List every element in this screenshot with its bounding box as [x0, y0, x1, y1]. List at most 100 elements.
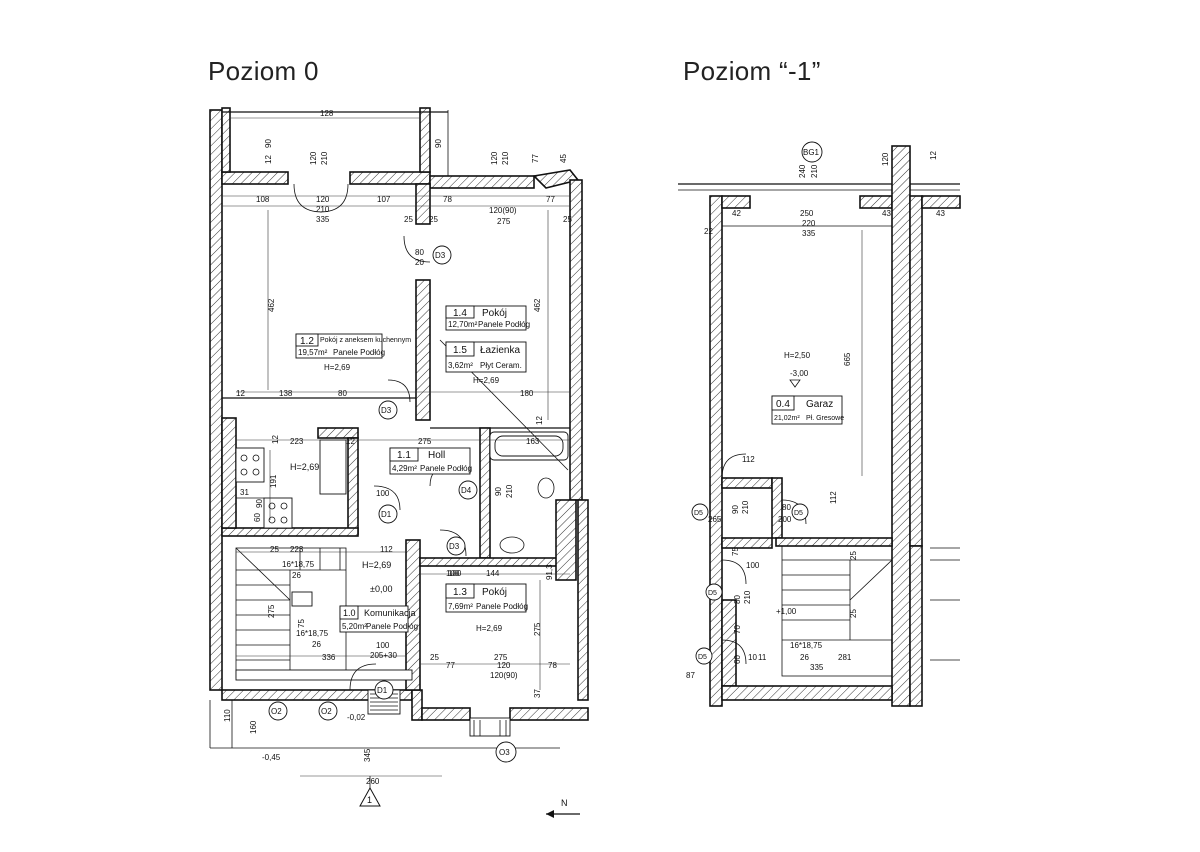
svg-text:10: 10 [748, 653, 757, 662]
svg-text:4,29m²: 4,29m² [392, 464, 417, 473]
svg-text:462: 462 [533, 298, 542, 312]
level-zero: ±0,00 [370, 584, 392, 594]
garage-wall-north-a [721, 195, 751, 209]
svg-text:H=2,50: H=2,50 [784, 351, 811, 360]
svg-text:281: 281 [838, 653, 852, 662]
balcony-wall-e [419, 107, 431, 173]
level-0-dimensions: 128 90 12 120 210 90 120 210 77 45 108 1… [223, 109, 572, 786]
svg-text:100: 100 [448, 569, 462, 578]
svg-text:77: 77 [546, 195, 555, 204]
garage-wall-east [891, 145, 911, 707]
door-tag-bg1: BG1 [801, 141, 823, 163]
svg-text:200: 200 [778, 515, 792, 524]
svg-text:90: 90 [494, 487, 503, 496]
svg-text:240: 240 [798, 164, 807, 178]
level-0-title: Poziom 0 [208, 56, 319, 86]
svg-text:120: 120 [316, 195, 330, 204]
svg-text:180: 180 [520, 389, 534, 398]
svg-text:D1: D1 [381, 510, 392, 519]
door-tag-d5-c: D5 [705, 583, 723, 601]
svg-text:120: 120 [309, 151, 318, 165]
svg-text:16*18,75: 16*18,75 [296, 629, 329, 638]
svg-text:260: 260 [366, 777, 380, 786]
svg-text:210: 210 [316, 205, 330, 214]
svg-text:275: 275 [494, 653, 508, 662]
wall-room14-west [415, 279, 431, 421]
svg-text:77: 77 [446, 661, 455, 670]
svg-text:O3: O3 [499, 748, 510, 757]
svg-text:Komunikacja: Komunikacja [364, 608, 416, 618]
svg-text:H=2,69: H=2,69 [324, 363, 351, 372]
svg-text:75: 75 [297, 619, 306, 628]
wall-north-a [221, 171, 289, 185]
wall-south-b [421, 707, 471, 721]
svg-text:26: 26 [292, 571, 301, 580]
svg-text:12: 12 [535, 416, 544, 425]
room-1-0-label: 1.0 Komunikacja 5,20m² Panele Podłóg [339, 605, 418, 633]
wall-south-step [411, 689, 423, 721]
svg-text:Panele Podłóg: Panele Podłóg [333, 348, 385, 357]
kitchen-height: H=2,69 [290, 462, 319, 472]
stair-wall-n [771, 477, 783, 539]
svg-text:120(90): 120(90) [489, 206, 517, 215]
svg-text:191: 191 [269, 474, 278, 488]
svg-text:100: 100 [446, 569, 460, 578]
garage-wall-north-b [859, 195, 893, 209]
svg-text:26: 26 [800, 653, 809, 662]
level-outside: -0,45 [262, 753, 281, 762]
svg-text:37: 37 [533, 689, 542, 698]
svg-text:77: 77 [531, 154, 540, 163]
door-tag-d5-a: D5 [691, 503, 709, 521]
svg-text:80: 80 [782, 503, 791, 512]
svg-text:90: 90 [434, 139, 443, 148]
svg-text:22: 22 [704, 227, 713, 236]
door-tag-d3-b: D3 [378, 400, 398, 420]
svg-text:D3: D3 [449, 542, 460, 551]
svg-text:Garaz: Garaz [806, 399, 833, 410]
svg-text:45: 45 [559, 154, 568, 163]
svg-text:112: 112 [380, 545, 393, 554]
svg-text:Pokój: Pokój [482, 587, 507, 598]
svg-text:Płyt Ceram.: Płyt Ceram. [480, 361, 522, 370]
stair-wall-b [775, 537, 893, 547]
svg-text:163: 163 [526, 437, 540, 446]
svg-text:D3: D3 [381, 406, 392, 415]
wall-east [569, 179, 583, 501]
wall-south-c [509, 707, 589, 721]
svg-text:25: 25 [404, 215, 413, 224]
svg-text:336: 336 [322, 653, 336, 662]
door-tag-d5-d: D5 [695, 647, 713, 665]
level-minus1-dimensions: 240 210 120 12 42 250 220 335 43 43 22 6… [686, 151, 945, 680]
svg-text:25: 25 [430, 653, 439, 662]
svg-text:12: 12 [236, 389, 245, 398]
svg-text:75: 75 [731, 547, 740, 556]
svg-text:Panele Podłóg: Panele Podłóg [366, 622, 418, 631]
level-0-plan [209, 107, 589, 777]
svg-text:BG1: BG1 [803, 148, 820, 157]
svg-text:108: 108 [256, 195, 270, 204]
svg-text:25: 25 [429, 215, 438, 224]
level-minus1-plan [678, 145, 961, 707]
svg-text:87: 87 [686, 671, 695, 680]
svg-text:91,3: 91,3 [545, 564, 554, 580]
landing-level: +1,00 [776, 607, 797, 616]
svg-text:100: 100 [376, 641, 390, 650]
balcony-wall-w [221, 107, 231, 173]
svg-text:80: 80 [338, 389, 347, 398]
svg-text:275: 275 [267, 604, 276, 618]
svg-text:N: N [561, 798, 568, 808]
svg-text:120: 120 [490, 151, 499, 165]
svg-text:-3,00: -3,00 [790, 369, 809, 378]
svg-text:25: 25 [270, 545, 279, 554]
stair-wall-w [721, 599, 737, 687]
svg-text:12: 12 [271, 435, 280, 444]
door-tag-d1-b: D1 [374, 680, 394, 700]
svg-text:144: 144 [486, 569, 500, 578]
section-marker: 1 [359, 776, 381, 807]
svg-text:1.5: 1.5 [453, 345, 467, 356]
svg-text:80: 80 [733, 595, 742, 604]
svg-text:19,57m²: 19,57m² [298, 348, 328, 357]
svg-text:60: 60 [733, 655, 742, 664]
room-1-5-label: 1.5 Łazienka 3,62m² Płyt Ceram. H=2,69 [445, 341, 527, 385]
